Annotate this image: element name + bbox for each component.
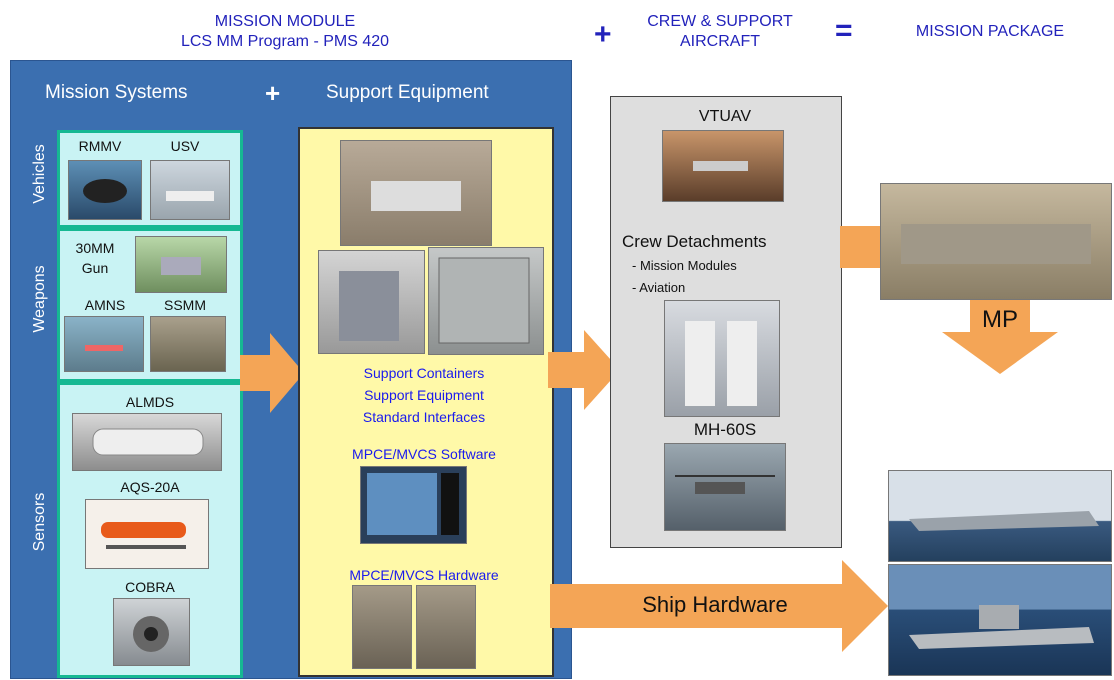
support-equipment-title: Support Equipment — [326, 82, 489, 103]
software-screen-photo — [360, 466, 467, 544]
crew-detail-aviation: - Aviation — [632, 280, 686, 295]
rmmv-label: RMMV — [78, 138, 122, 154]
vtuav-photo — [662, 130, 784, 202]
software-label: MPCE/MVCS Software — [352, 446, 496, 462]
sensors-label: Sensors — [31, 492, 48, 552]
crew-detail-mission-modules: - Mission Modules — [632, 258, 737, 273]
mission-systems-title: Mission Systems — [45, 82, 188, 103]
support-containers-label: Support Containers — [363, 365, 485, 381]
amns-label: AMNS — [84, 297, 126, 313]
standard-interfaces-label: Standard Interfaces — [362, 409, 486, 425]
crew-support-line1: CREW & SUPPORT — [647, 13, 793, 30]
ship-photo-freedom — [888, 564, 1112, 676]
support-equipment-label: Support Equipment — [364, 387, 484, 403]
hardware-photo-2 — [416, 585, 476, 669]
almds-photo — [72, 413, 222, 471]
crew-support-line2: AIRCRAFT — [680, 33, 760, 50]
plus-operator: + — [594, 18, 612, 51]
almds-label: ALMDS — [125, 394, 175, 410]
cobra-label: COBRA — [125, 579, 175, 595]
crew-detachments-label: Crew Detachments — [622, 232, 767, 251]
amns-photo — [64, 316, 144, 372]
ssmm-photo — [150, 316, 226, 372]
support-top-photo — [340, 140, 492, 246]
vtuav-label: VTUAV — [698, 108, 752, 125]
mh60s-label: MH-60S — [693, 420, 757, 439]
aqs20a-label: AQS-20A — [120, 479, 180, 495]
usv-label: USV — [170, 138, 200, 154]
equals-operator: = — [835, 14, 853, 47]
weapons-label: Weapons — [31, 265, 48, 333]
usv-photo — [150, 160, 230, 220]
crew-photo — [664, 300, 780, 417]
vehicles-label: Vehicles — [31, 144, 48, 204]
mission-module-title: MISSION MODULE — [214, 13, 356, 30]
crew-support-header: CREW & SUPPORT AIRCRAFT — [625, 12, 815, 52]
arrow-systems-to-support — [240, 333, 306, 413]
mp-arrow — [940, 300, 1060, 375]
support-list: Support Containers Support Equipment Sta… — [300, 362, 548, 428]
aqs20a-photo — [85, 499, 209, 569]
gun-photo — [135, 236, 227, 293]
ship-photo-independence — [888, 470, 1112, 562]
gun-label-line2: Gun — [81, 260, 109, 276]
ship-hardware-arrow — [550, 560, 890, 652]
mh60s-photo — [664, 443, 786, 531]
rmmv-photo — [68, 160, 142, 220]
gun-label-line1: 30MM — [75, 240, 115, 256]
mission-package-header: MISSION PACKAGE — [915, 23, 1065, 40]
mission-package-photo — [880, 183, 1112, 300]
mission-module-subtitle: LCS MM Program - PMS 420 — [180, 33, 390, 50]
cobra-photo — [113, 598, 190, 666]
module-plus: + — [265, 78, 281, 108]
ssmm-label: SSMM — [164, 297, 206, 313]
gun-label: 30MM Gun — [70, 238, 120, 278]
hardware-label: MPCE/MVCS Hardware — [349, 567, 499, 583]
arrow-support-to-crew — [548, 330, 622, 410]
support-rack-photo — [318, 250, 425, 354]
mp-label: MP — [982, 306, 1018, 333]
ship-hardware-label: Ship Hardware — [642, 592, 788, 617]
hardware-photo-1 — [352, 585, 412, 669]
mission-module-header: MISSION MODULE LCS MM Program - PMS 420 — [150, 12, 420, 52]
support-container-photo — [428, 247, 544, 355]
